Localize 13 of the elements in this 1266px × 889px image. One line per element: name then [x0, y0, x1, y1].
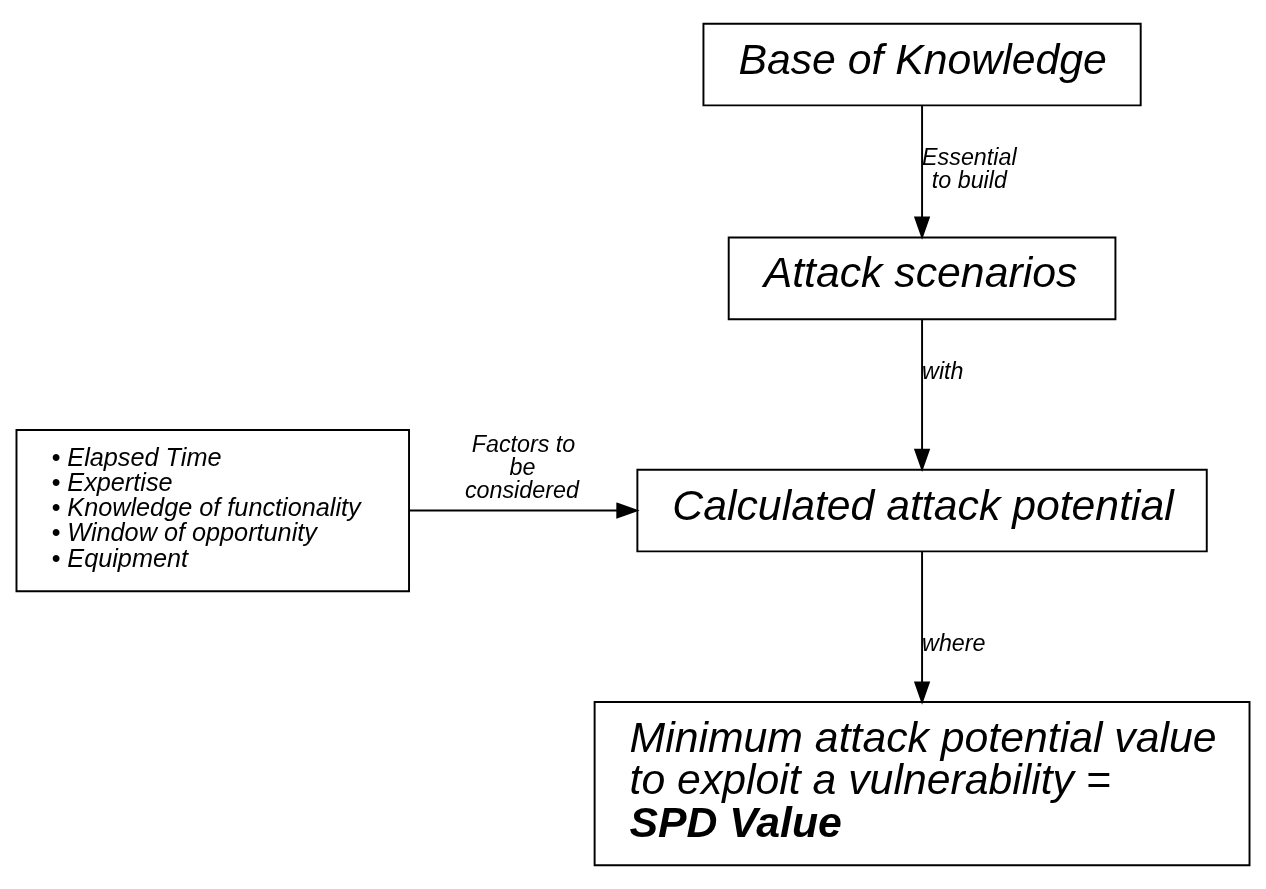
arrow [913, 318, 931, 473]
edge-label: Essential to build [922, 143, 1017, 194]
arrow [408, 502, 640, 519]
edge-label: where [922, 629, 986, 656]
edge-label: with [922, 357, 964, 384]
node-box: Attack scenarios [727, 236, 1117, 321]
node-box: Base of Knowledge [702, 22, 1142, 107]
arrow [913, 550, 931, 705]
node-box: • Elapsed Time • Expertise • Knowledge of functionality • Window of opportunity • Equipment [15, 428, 410, 593]
node-box: Calculated attack potential [636, 468, 1208, 553]
arrow [913, 104, 931, 240]
node-box: Minimum attack potential value to exploit a vulnerability = SPD Value [593, 701, 1251, 867]
edge-label: Factors to be considered [464, 430, 579, 504]
